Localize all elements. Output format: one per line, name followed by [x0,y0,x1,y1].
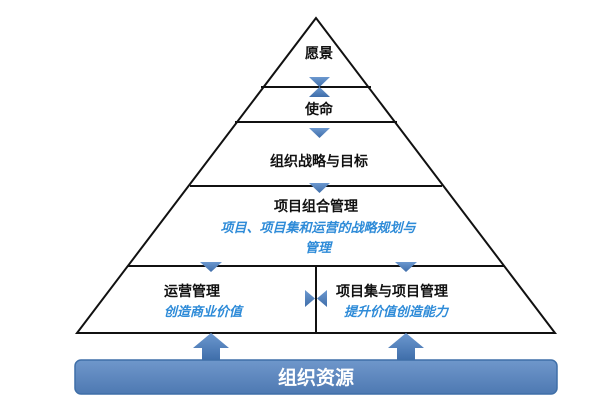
level-portfolio-title: 项目组合管理 [274,198,358,215]
arrow-left-bowtie [305,290,315,307]
level-operations-desc: 创造商业价值 [164,304,244,320]
level-program-project-desc: 提升价值创造能力 [344,304,450,320]
up-arrow-right [388,333,424,360]
arrow-up-mission [309,87,330,97]
level-operations-title: 运营管理 [164,283,220,300]
arrow-down-mission [309,128,330,138]
resource-up-arrows [193,333,424,360]
up-arrow-left [193,333,229,360]
arrow-down-strategy [309,183,330,193]
arrow-down-to-operations [200,262,222,272]
arrow-down-vision [309,77,330,87]
level-strategy-label: 组织战略与目标 [270,153,368,170]
arrow-right-bowtie [317,290,327,307]
level-portfolio-desc-line1: 项目、项目集和运营的战略规划与 [220,220,417,236]
base-resources-bar: 组织资源 [74,359,558,395]
level-program-project-title: 项目集与项目管理 [336,283,448,300]
arrow-down-to-program-project [395,262,417,272]
level-vision-label: 愿景 [305,46,333,62]
level-portfolio-desc-line2: 管理 [305,240,333,256]
pyramid-outline [74,16,558,334]
level-connector-arrows [200,77,417,307]
level-mission-label: 使命 [304,101,334,118]
base-label: 组织资源 [278,366,354,389]
